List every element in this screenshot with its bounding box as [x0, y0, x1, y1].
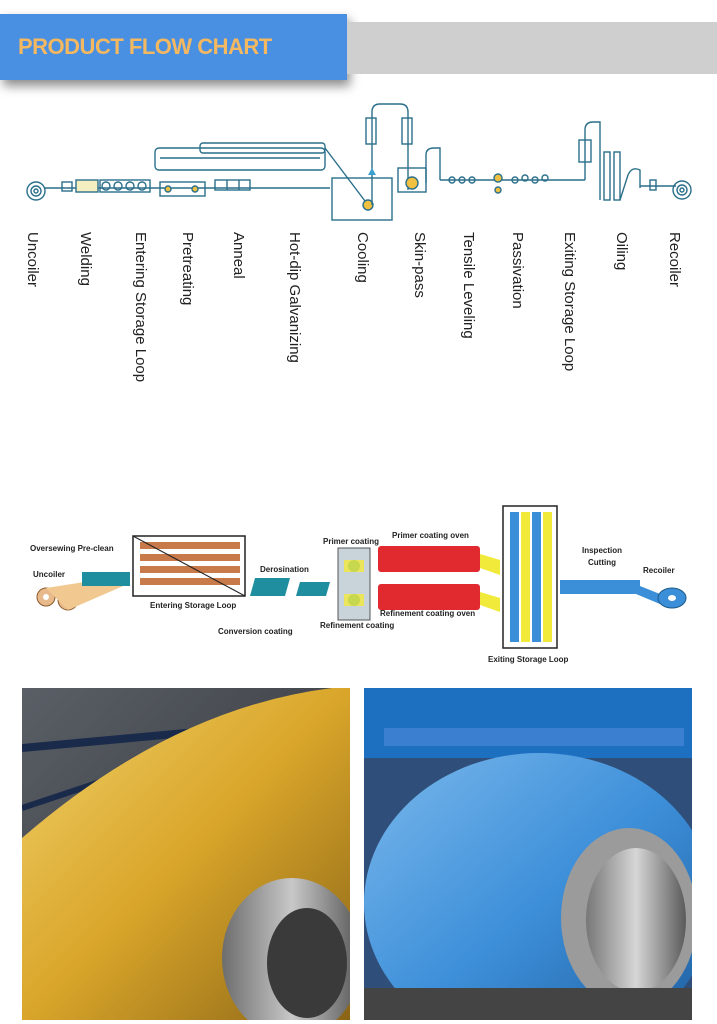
stage-label-2: Welding — [77, 232, 94, 286]
label-refinement: Refinement coating — [320, 621, 394, 630]
stage-label-13: Recoiler — [666, 232, 683, 287]
label-inspection: Inspection — [582, 546, 622, 555]
exiting-storage-loop — [578, 139, 592, 163]
passivation-roll — [493, 173, 503, 183]
stage-label-9: Tensile Leveling — [460, 232, 477, 339]
stage-label-8: Skin-pass — [411, 232, 428, 298]
stage-label-6: Hot-dip Galvanizing — [286, 232, 303, 363]
cooling-tower — [365, 117, 377, 145]
label-derosination: Derosination — [260, 565, 309, 574]
label-exiting-loop: Exiting Storage Loop — [488, 655, 569, 664]
primer-coating-oven — [378, 546, 480, 572]
blue-coil-photo — [364, 688, 692, 1020]
anneal-furnace — [214, 179, 251, 191]
storage-loop — [154, 147, 326, 171]
header-banner: PRODUCT FLOW CHART — [0, 14, 347, 80]
galvanizing-line-diagram: Uncoiler Welding Entering Storage Loop Pret… — [24, 103, 692, 382]
zinc-pot — [331, 177, 393, 221]
label-primer: Primer coating — [323, 537, 379, 546]
stage-label-11: Exiting Storage Loop — [561, 232, 578, 371]
label-uncoiler: Uncoiler — [33, 570, 65, 579]
label-oversewing: Oversewing Pre-clean — [30, 544, 114, 553]
entering-storage-loop-frame — [132, 535, 246, 597]
exiting-storage-loop-tower — [502, 505, 558, 649]
recoiler-coil — [672, 180, 692, 200]
header-bar — [347, 22, 717, 74]
stage-label-5: Anneal — [230, 232, 247, 279]
stage-label-10: Passivation — [509, 232, 526, 309]
primer-coater — [337, 547, 371, 621]
label-recoiler: Recoiler — [643, 566, 675, 575]
label-entering-loop: Entering Storage Loop — [150, 601, 236, 610]
stage-label-7: Cooling — [354, 232, 371, 283]
stage-label-3: Entering Storage Loop — [132, 232, 149, 382]
entering-loop-rollers — [101, 181, 147, 191]
oiling-unit — [619, 168, 641, 201]
page-title: PRODUCT FLOW CHART — [18, 34, 272, 59]
label-cutting: Cutting — [588, 558, 616, 567]
stage-label-12: Oiling — [613, 232, 630, 270]
stage-label-4: Pretreating — [179, 232, 196, 305]
yellow-coil-photo — [22, 688, 350, 1020]
coating-recoiler — [657, 587, 687, 609]
coating-uncoiler — [36, 587, 79, 611]
label-primer-oven: Primer coating oven — [392, 531, 469, 540]
refinement-coating-oven — [378, 584, 480, 610]
uncoiler-coil — [26, 181, 46, 201]
stage-labels: Uncoiler Welding Entering Storage Loop Pret… — [24, 232, 683, 382]
pretreating-unit — [159, 181, 206, 197]
label-refinement-oven: Refinement coating oven — [380, 609, 475, 618]
stage-label-1: Uncoiler — [24, 232, 41, 287]
welding-unit — [61, 181, 73, 192]
label-conversion: Conversion coating — [218, 627, 293, 636]
